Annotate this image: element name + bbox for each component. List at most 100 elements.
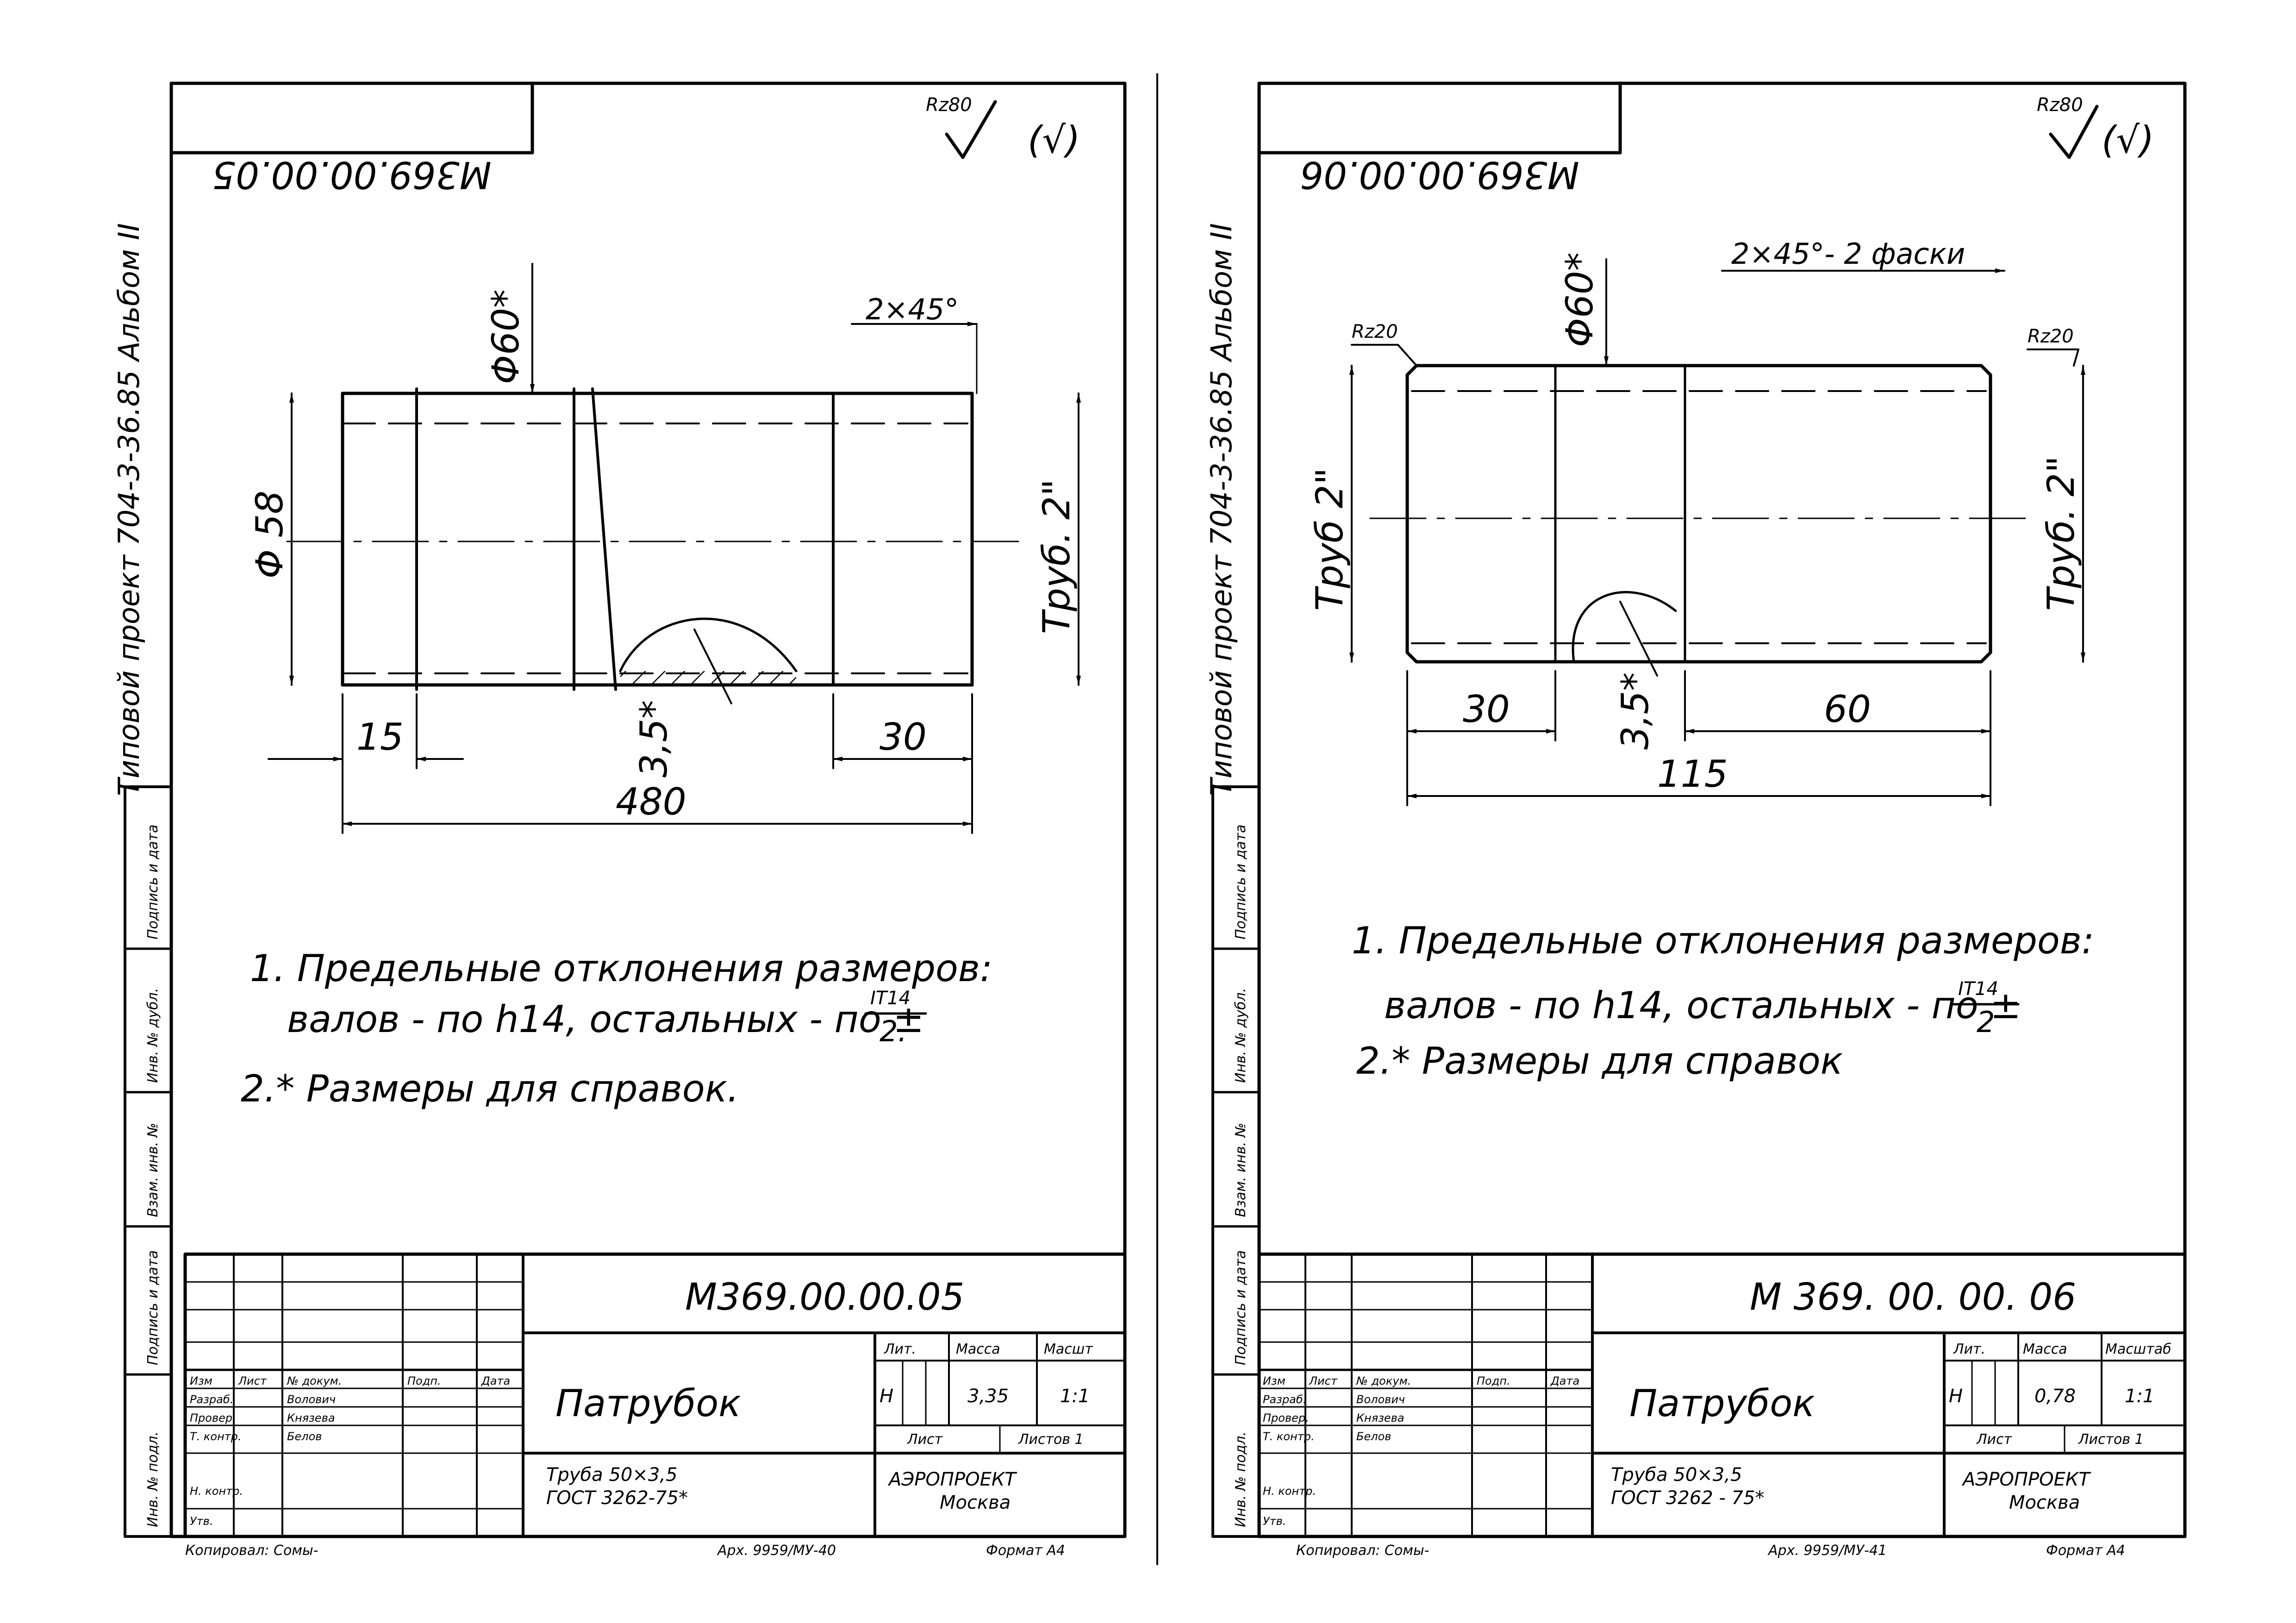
left-bottom-copied: Копировал: Сомы- (185, 1542, 318, 1559)
left-dim-480: 480 (616, 780, 686, 823)
left-dim-chamfer: 2×45° (866, 292, 959, 326)
right-dim-wall: 3,5* (1614, 672, 1657, 750)
right-side-title: Типовой проект 704-3-36.85 Альбом II (1204, 223, 1238, 796)
left-dimensions: Φ60* 2×45° Φ 58 Труб. 2" 3,5* 15 30 480 (248, 263, 1081, 834)
left-tb-material-2: ГОСТ 3262-75* (546, 1487, 688, 1509)
left-tb-r-prover: Провер. (190, 1412, 236, 1424)
right-note-1a: 1. Предельные отклонения размеров: (1352, 919, 2094, 962)
right-dim-rz-right: Rz20 (2028, 326, 2074, 347)
left-tb-lit-value: Н (880, 1386, 893, 1407)
right-note-2: 2.* Размеры для справок (1356, 1039, 1843, 1082)
left-note-1a: 1. Предельные отклонения размеров: (250, 947, 992, 990)
left-tb-org-2: Москва (940, 1492, 1011, 1513)
right-tb-material-1: Труба 50×3,5 (1611, 1464, 1742, 1486)
right-tb-lit-value: Н (1949, 1386, 1963, 1407)
left-tb-n-prover: Князева (287, 1412, 335, 1424)
left-tb-h-list: Лист (238, 1374, 267, 1387)
right-stamp-code: М369.00.00.06 (1300, 153, 1579, 196)
right-tb-r-tkontr: Т. контр. (1263, 1430, 1315, 1443)
left-side-strip: Инв. № подл. Подпись и дата Взам. инв. №… (124, 785, 173, 1538)
right-stamp-box (1257, 81, 1622, 155)
right-dimensions: 2×45°- 2 фаски Φ60* Rz20 Rz20 Труб 2" Тр… (1308, 237, 2085, 806)
left-tb-n-razrab: Волович (287, 1393, 336, 1406)
right-tb-r-razrab: Разраб. (1263, 1393, 1306, 1406)
left-dim-pipe: Труб. 2" (1035, 479, 1078, 634)
right-bottom-arch: Арх. 9959/МУ-41 (1767, 1542, 1887, 1559)
left-note-1b: валов - по h14, остальных - по ± (287, 998, 924, 1041)
left-dim-30: 30 (880, 715, 927, 759)
left-tb-org-1: АЭРОПРОЕКТ (887, 1469, 1017, 1490)
right-note-1b: валов - по h14, остальных - по ± (1384, 984, 2021, 1027)
right-tb-scale: 1:1 (2125, 1386, 2154, 1407)
right-dim-pipe-right: Труб. 2" (2040, 456, 2083, 611)
left-tb-h-mass: Масса (956, 1341, 1000, 1357)
left-dim-wall: 3,5* (632, 700, 675, 777)
left-notes: 1. Предельные отклонения размеров: валов… (241, 947, 992, 1110)
left-note-frac-num: IT14 (870, 988, 911, 1009)
right-dim-pipe-left: Труб 2" (1308, 468, 1351, 611)
right-side-strip: Инв. № подл. Подпись и дата Взам. инв. №… (1211, 785, 1260, 1538)
left-side-cell-1: Подпись и дата (145, 1250, 161, 1366)
right-tb-h-list: Лист (1309, 1374, 1338, 1387)
left-side-cell-4: Подпись и дата (145, 825, 161, 940)
left-dim-d60: Φ60* (484, 289, 527, 384)
right-side-cell-2: Взам. инв. № (1233, 1123, 1249, 1217)
right-tb-n-prover: Князева (1356, 1412, 1404, 1424)
left-sheet: М369.00.00.05 Rz80 (√) Типовой проект 70… (112, 81, 1127, 1559)
left-note-2: 2.* Размеры для справок. (241, 1067, 739, 1110)
right-tb-org-2: Москва (2009, 1492, 2080, 1513)
right-tb-sheet: Лист (1976, 1431, 2013, 1448)
right-tb-org-1: АЭРОПРОЕКТ (1961, 1469, 2091, 1490)
right-note-frac-den: 2 (1977, 1005, 1995, 1039)
right-side-cell-3: Инв. № дубл. (1233, 988, 1249, 1083)
right-sheet-frame (1257, 81, 2187, 1538)
right-bottom-copied: Копировал: Сомы- (1296, 1542, 1429, 1559)
left-part (286, 387, 1019, 704)
left-tb-h-scale: Масшт (1044, 1341, 1093, 1357)
right-side-cell-1: Подпись и дата (1233, 1250, 1249, 1366)
right-dim-d60: Φ60* (1558, 252, 1601, 347)
left-tb-sheets: Листов 1 (1018, 1431, 1084, 1448)
left-tb-mass: 3,35 (967, 1386, 1009, 1407)
right-tb-h-lit: Лит. (1953, 1341, 1985, 1357)
right-tb-designation: М 369. 00. 00. 06 (1750, 1275, 2076, 1318)
left-tb-sheet: Лист (907, 1431, 943, 1448)
left-tb-n-tkontr: Белов (287, 1430, 322, 1443)
right-tb-r-prover: Провер. (1263, 1412, 1309, 1424)
left-stamp-code: М369.00.00.05 (212, 153, 491, 196)
left-tb-name: Патрубок (555, 1382, 741, 1425)
right-tb-h-scale: Масштаб (2105, 1341, 2171, 1357)
left-tb-h-doc: № докум. (286, 1374, 342, 1387)
right-dim-30: 30 (1463, 688, 1510, 731)
right-tb-sheets: Листов 1 (2078, 1431, 2144, 1448)
left-tb-designation: М369.00.00.05 (685, 1275, 964, 1318)
left-roughness-mark (945, 100, 997, 159)
left-note-frac-den: 2. (880, 1014, 907, 1048)
left-dim-15: 15 (356, 715, 404, 759)
right-tb-h-mass: Масса (2023, 1341, 2067, 1357)
left-stamp-box (169, 81, 534, 155)
right-dim-rz-left: Rz20 (1352, 321, 1398, 342)
right-tb-mass: 0,78 (2034, 1386, 2076, 1407)
left-roughness-label: Rz80 (926, 94, 972, 116)
left-bottom-line: Копировал: Сомы- Арх. 9959/МУ-40 Формат … (185, 1542, 1065, 1559)
left-side-cell-0: Инв. № подл. (145, 1431, 161, 1527)
left-tb-h-date: Дата (481, 1374, 510, 1387)
left-tb-r-nkontr: Н. контр. (190, 1485, 243, 1498)
right-dim-60: 60 (1824, 688, 1871, 731)
right-side-cell-4: Подпись и дата (1233, 825, 1249, 940)
left-side-title: Типовой проект 704-3-36.85 Альбом II (112, 223, 146, 796)
right-tb-name: Патрубок (1629, 1382, 1815, 1425)
left-title-block: Изм Лист № докум. Подп. Дата Разраб. Про… (183, 1252, 1127, 1538)
right-tb-h-sign: Подп. (1477, 1374, 1510, 1387)
left-side-cell-3: Инв. № дубл. (145, 988, 161, 1083)
right-tb-r-nkontr: Н. контр. (1263, 1485, 1316, 1498)
left-roughness-other: (√) (1028, 118, 1080, 162)
right-bottom-line: Копировал: Сомы- Арх. 9959/МУ-41 Формат … (1296, 1542, 2125, 1559)
left-bottom-arch: Арх. 9959/МУ-40 (717, 1542, 836, 1559)
right-tb-h-doc: № докум. (1355, 1374, 1411, 1387)
right-roughness-mark (2049, 105, 2099, 159)
right-sheet: М369.00.00.06 Rz80 (√) Типовой проект 70… (1204, 81, 2187, 1559)
left-tb-material-1: Труба 50×3,5 (546, 1464, 677, 1486)
